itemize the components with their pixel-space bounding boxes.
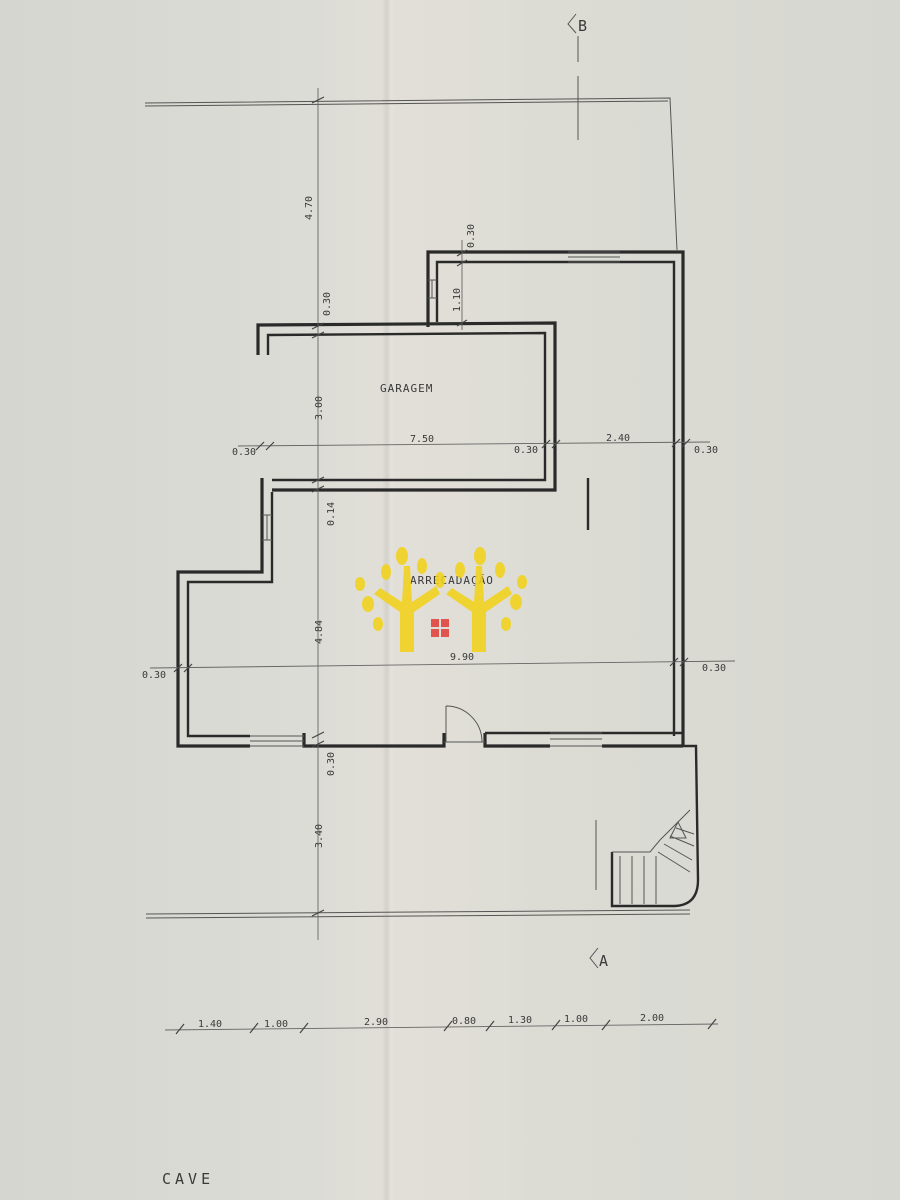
section-marker-b: B bbox=[578, 17, 587, 35]
horizontal-dimension-line-2 bbox=[149, 657, 736, 673]
dim-h-right: 2.40 bbox=[606, 433, 630, 444]
building-walls bbox=[176, 250, 685, 748]
dim-v-bottom: 3.40 bbox=[314, 824, 325, 848]
dim-v-hall: 4.84 bbox=[314, 620, 325, 644]
dim-v-notch: 1.10 bbox=[452, 288, 463, 312]
plot-boundary bbox=[144, 97, 691, 919]
tree-logo-watermark bbox=[355, 547, 527, 652]
bottom-dimension-chain bbox=[164, 1018, 719, 1035]
dim-v-wall1: 0.30 bbox=[322, 292, 333, 316]
dim-chain-5: 1.30 bbox=[508, 1015, 532, 1026]
section-marker-a: A bbox=[599, 952, 608, 970]
stair bbox=[610, 744, 700, 908]
dim-h2-left-wall: 0.30 bbox=[142, 670, 166, 681]
dim-chain-6: 1.00 bbox=[564, 1014, 588, 1025]
sheet-label: CAVE bbox=[162, 1170, 214, 1188]
dim-h-garage: 7.50 bbox=[410, 434, 434, 445]
dim-chain-1: 1.40 bbox=[198, 1019, 222, 1030]
room-label-garage: GARAGEM bbox=[380, 382, 433, 395]
dim-v-garage: 3.00 bbox=[314, 396, 325, 420]
dim-h-left-wall: 0.30 bbox=[232, 447, 256, 458]
horizontal-dimension-line-1 bbox=[237, 438, 711, 451]
section-line-a bbox=[589, 820, 599, 969]
dim-h-mid-wall: 0.30 bbox=[514, 445, 538, 456]
dim-v-wall2: 0.14 bbox=[326, 502, 337, 526]
dim-h2-right-wall: 0.30 bbox=[702, 663, 726, 674]
dim-chain-4: 0.80 bbox=[452, 1016, 476, 1027]
section-line-b bbox=[567, 13, 579, 140]
notch-dimension-line bbox=[456, 240, 468, 330]
dim-h2-total: 9.90 bbox=[450, 652, 474, 663]
dim-v-wall3: 0.30 bbox=[326, 752, 337, 776]
house-icon bbox=[431, 619, 449, 637]
room-label-hall: ARRECADAÇÃO bbox=[410, 574, 494, 587]
dim-chain-2: 1.00 bbox=[264, 1019, 288, 1030]
dim-chain-3: 2.90 bbox=[364, 1017, 388, 1028]
dim-v-top: 4.70 bbox=[304, 196, 315, 220]
dim-v-notch-wall: 0.30 bbox=[466, 224, 477, 248]
dim-chain-7: 2.00 bbox=[640, 1013, 664, 1024]
dim-h-right-wall: 0.30 bbox=[694, 445, 718, 456]
vertical-dimension-line bbox=[311, 88, 325, 940]
